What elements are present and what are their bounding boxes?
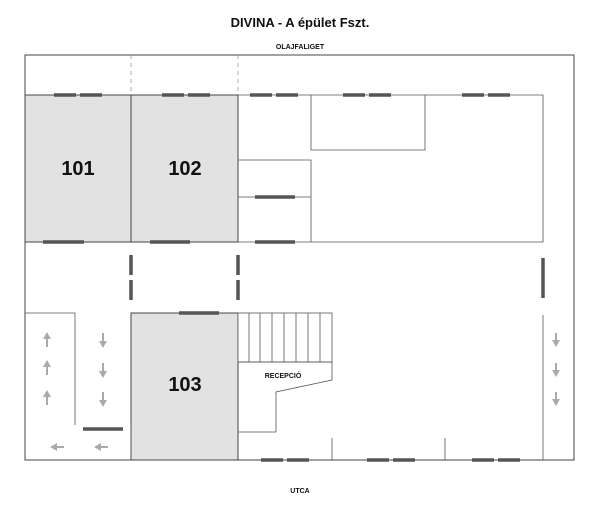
arrow-up-icon [43,390,51,405]
room-101-area[interactable] [24,94,132,243]
arrow-down-icon [552,333,560,347]
arrow-down-icon [552,392,560,406]
arrow-up-icon [43,332,51,347]
arrow-down-icon [99,363,107,378]
arrow-up-icon [43,360,51,375]
staircase [237,312,333,363]
room-102-number: 102 [168,158,201,180]
plan-title: DIVINA - A épület Fszt. [231,15,370,30]
room-101[interactable]: 101 [24,94,132,243]
arrow-down-icon [552,363,560,377]
north-wing-outline [238,94,544,243]
arrow-left-icon [94,443,108,451]
room-103-area[interactable] [130,312,239,461]
room-103-number: 103 [168,374,201,396]
room-102[interactable]: 102 [130,94,239,243]
inner-room [310,95,426,151]
arrow-down-icon [99,333,107,348]
top-street-label: OLAJFALIGET [276,44,325,51]
doors [43,93,545,462]
arrow-left-icon [50,443,64,451]
inner-room [238,159,312,242]
room-101-number: 101 [61,158,94,180]
bottom-street-label: UTCA [290,488,309,495]
room-103[interactable]: 103 [130,312,239,461]
arrow-down-icon [99,392,107,407]
reception-counter [238,361,333,433]
reception-label: RECEPCIÓ [265,371,302,380]
corridor-wall [25,312,76,425]
